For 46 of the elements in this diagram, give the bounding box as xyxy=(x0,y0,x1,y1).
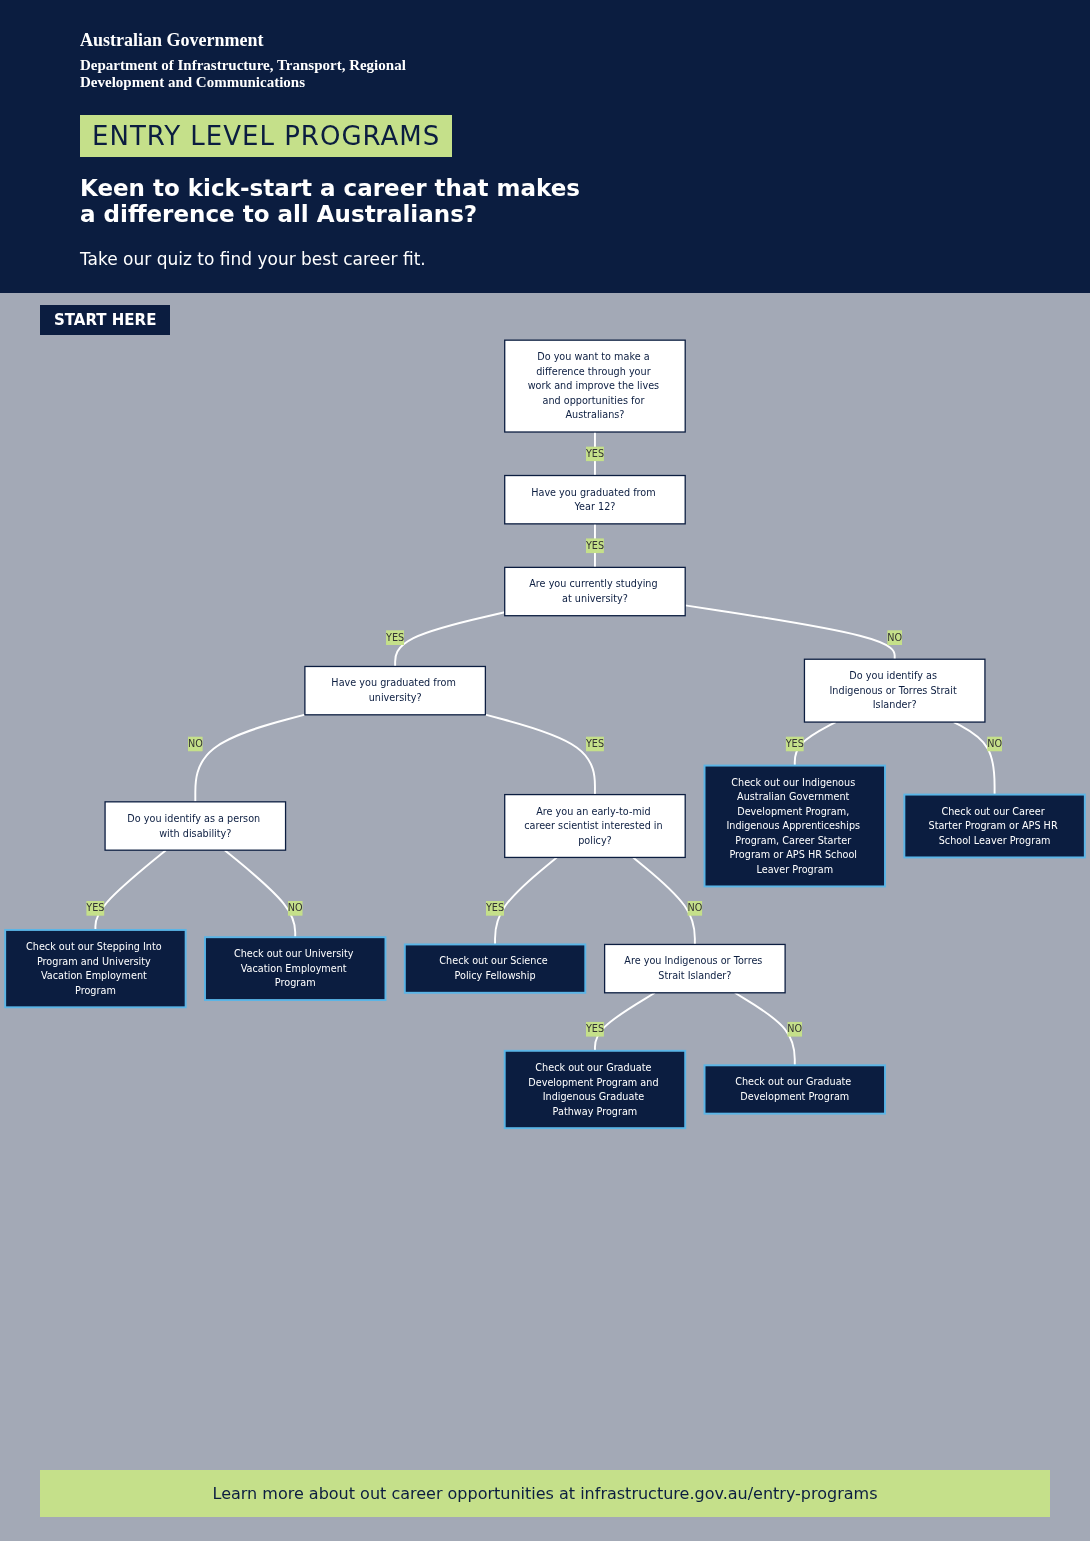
edge-label: NO xyxy=(687,902,703,914)
edge-label: YES xyxy=(585,1023,605,1035)
node-box: Check out our Career Starter Program or APS HR School Leaver Program xyxy=(903,793,1086,859)
edge-label: YES xyxy=(585,737,605,750)
connector xyxy=(594,991,656,1052)
connector xyxy=(632,856,696,946)
edge-label: NO xyxy=(287,902,303,914)
department-name: Australian Government xyxy=(80,30,265,51)
connector xyxy=(484,713,596,796)
footer-text: Learn more about out career opportunities at infrastructure.gov.au/entry-programs xyxy=(212,1484,878,1503)
page-title: ENTRY LEVEL PROGRAMS xyxy=(80,115,453,157)
node-box: Check out our Indigenous Australian Government Development Program, Indigenous Apprenticeships Program, Career Starter Program or APS HR School Leaver Program xyxy=(703,764,886,888)
connector xyxy=(194,713,306,803)
node-box: Have you graduated from Year 12? xyxy=(504,474,686,525)
connector xyxy=(952,721,996,796)
edge-label: YES xyxy=(86,902,105,914)
edge-label: YES xyxy=(585,447,605,460)
node-box: Check out our Stepping Into Program and University Vacation Employment Program xyxy=(4,929,187,1009)
edge-label: YES xyxy=(585,539,605,552)
connector xyxy=(223,849,297,939)
node-box: Do you identify as a person with disability? xyxy=(104,801,287,851)
node-box: Check out our Graduate Development Program and Indigenous Graduate Pathway Program xyxy=(503,1049,687,1130)
node-box: Do you identify as Indigenous or Torres Strait Islander? xyxy=(803,658,986,723)
connector xyxy=(793,721,837,767)
edge-label: YES xyxy=(485,902,505,914)
edge-label: YES xyxy=(386,631,405,644)
edge-label: NO xyxy=(787,1023,803,1035)
edge-label: NO xyxy=(187,737,203,750)
connector xyxy=(733,991,796,1067)
edge-label: NO xyxy=(887,631,903,644)
node-box: Check out our University Vacation Employment Program xyxy=(204,936,387,1001)
node-box: Do you want to make a difference through your work and improve the lives and opportunities for Australians? xyxy=(504,339,686,433)
connector xyxy=(494,856,558,946)
node-box: Are you currently studying at university? xyxy=(504,566,686,617)
intro-text: Take our quiz to find your best career fit. xyxy=(80,249,427,269)
node-box: Check out our Graduate Development Program xyxy=(703,1064,886,1115)
department-name: Department of Infrastructure, Transport, Regional Development and Communications xyxy=(80,57,407,91)
node-box: Check out our Science Policy Fellowship xyxy=(403,943,587,994)
start-tag: START HERE xyxy=(40,305,171,335)
edge-label: NO xyxy=(987,737,1003,750)
node-box: Are you an early-to-mid career scientist interested in policy? xyxy=(504,793,686,859)
connector xyxy=(94,849,167,931)
subtitle: Keen to kick-start a career that makes a difference to all Australians? xyxy=(80,175,580,227)
edge-label: YES xyxy=(785,737,804,750)
node-box: Have you graduated from university? xyxy=(304,665,487,716)
node-box: Are you Indigenous or Torres Strait Islander? xyxy=(603,943,786,994)
